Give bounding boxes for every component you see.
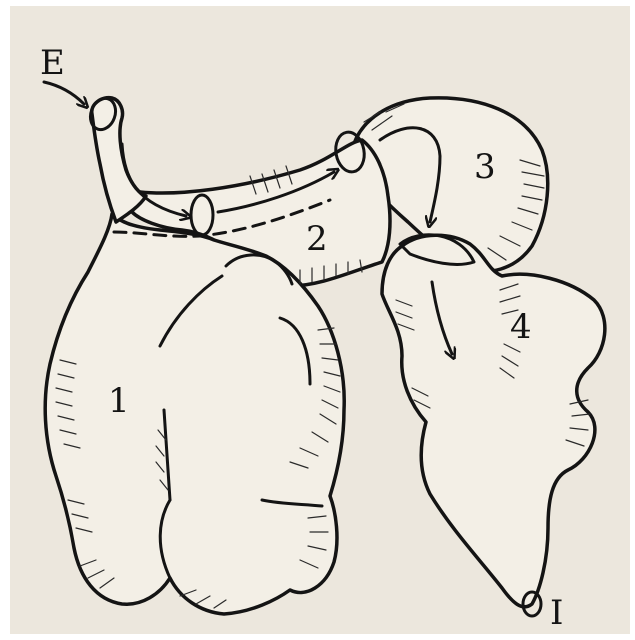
chamber-4-outline — [382, 235, 605, 607]
label-exit: I — [550, 593, 563, 633]
label-chamber-3: 3 — [474, 147, 496, 187]
esophagus-outline — [92, 98, 146, 222]
label-entry: E — [40, 43, 65, 83]
label-chamber-4: 4 — [510, 307, 532, 347]
arrow-entry — [44, 82, 84, 104]
label-chamber-2: 2 — [306, 219, 328, 259]
label-chamber-1: 1 — [108, 381, 130, 421]
